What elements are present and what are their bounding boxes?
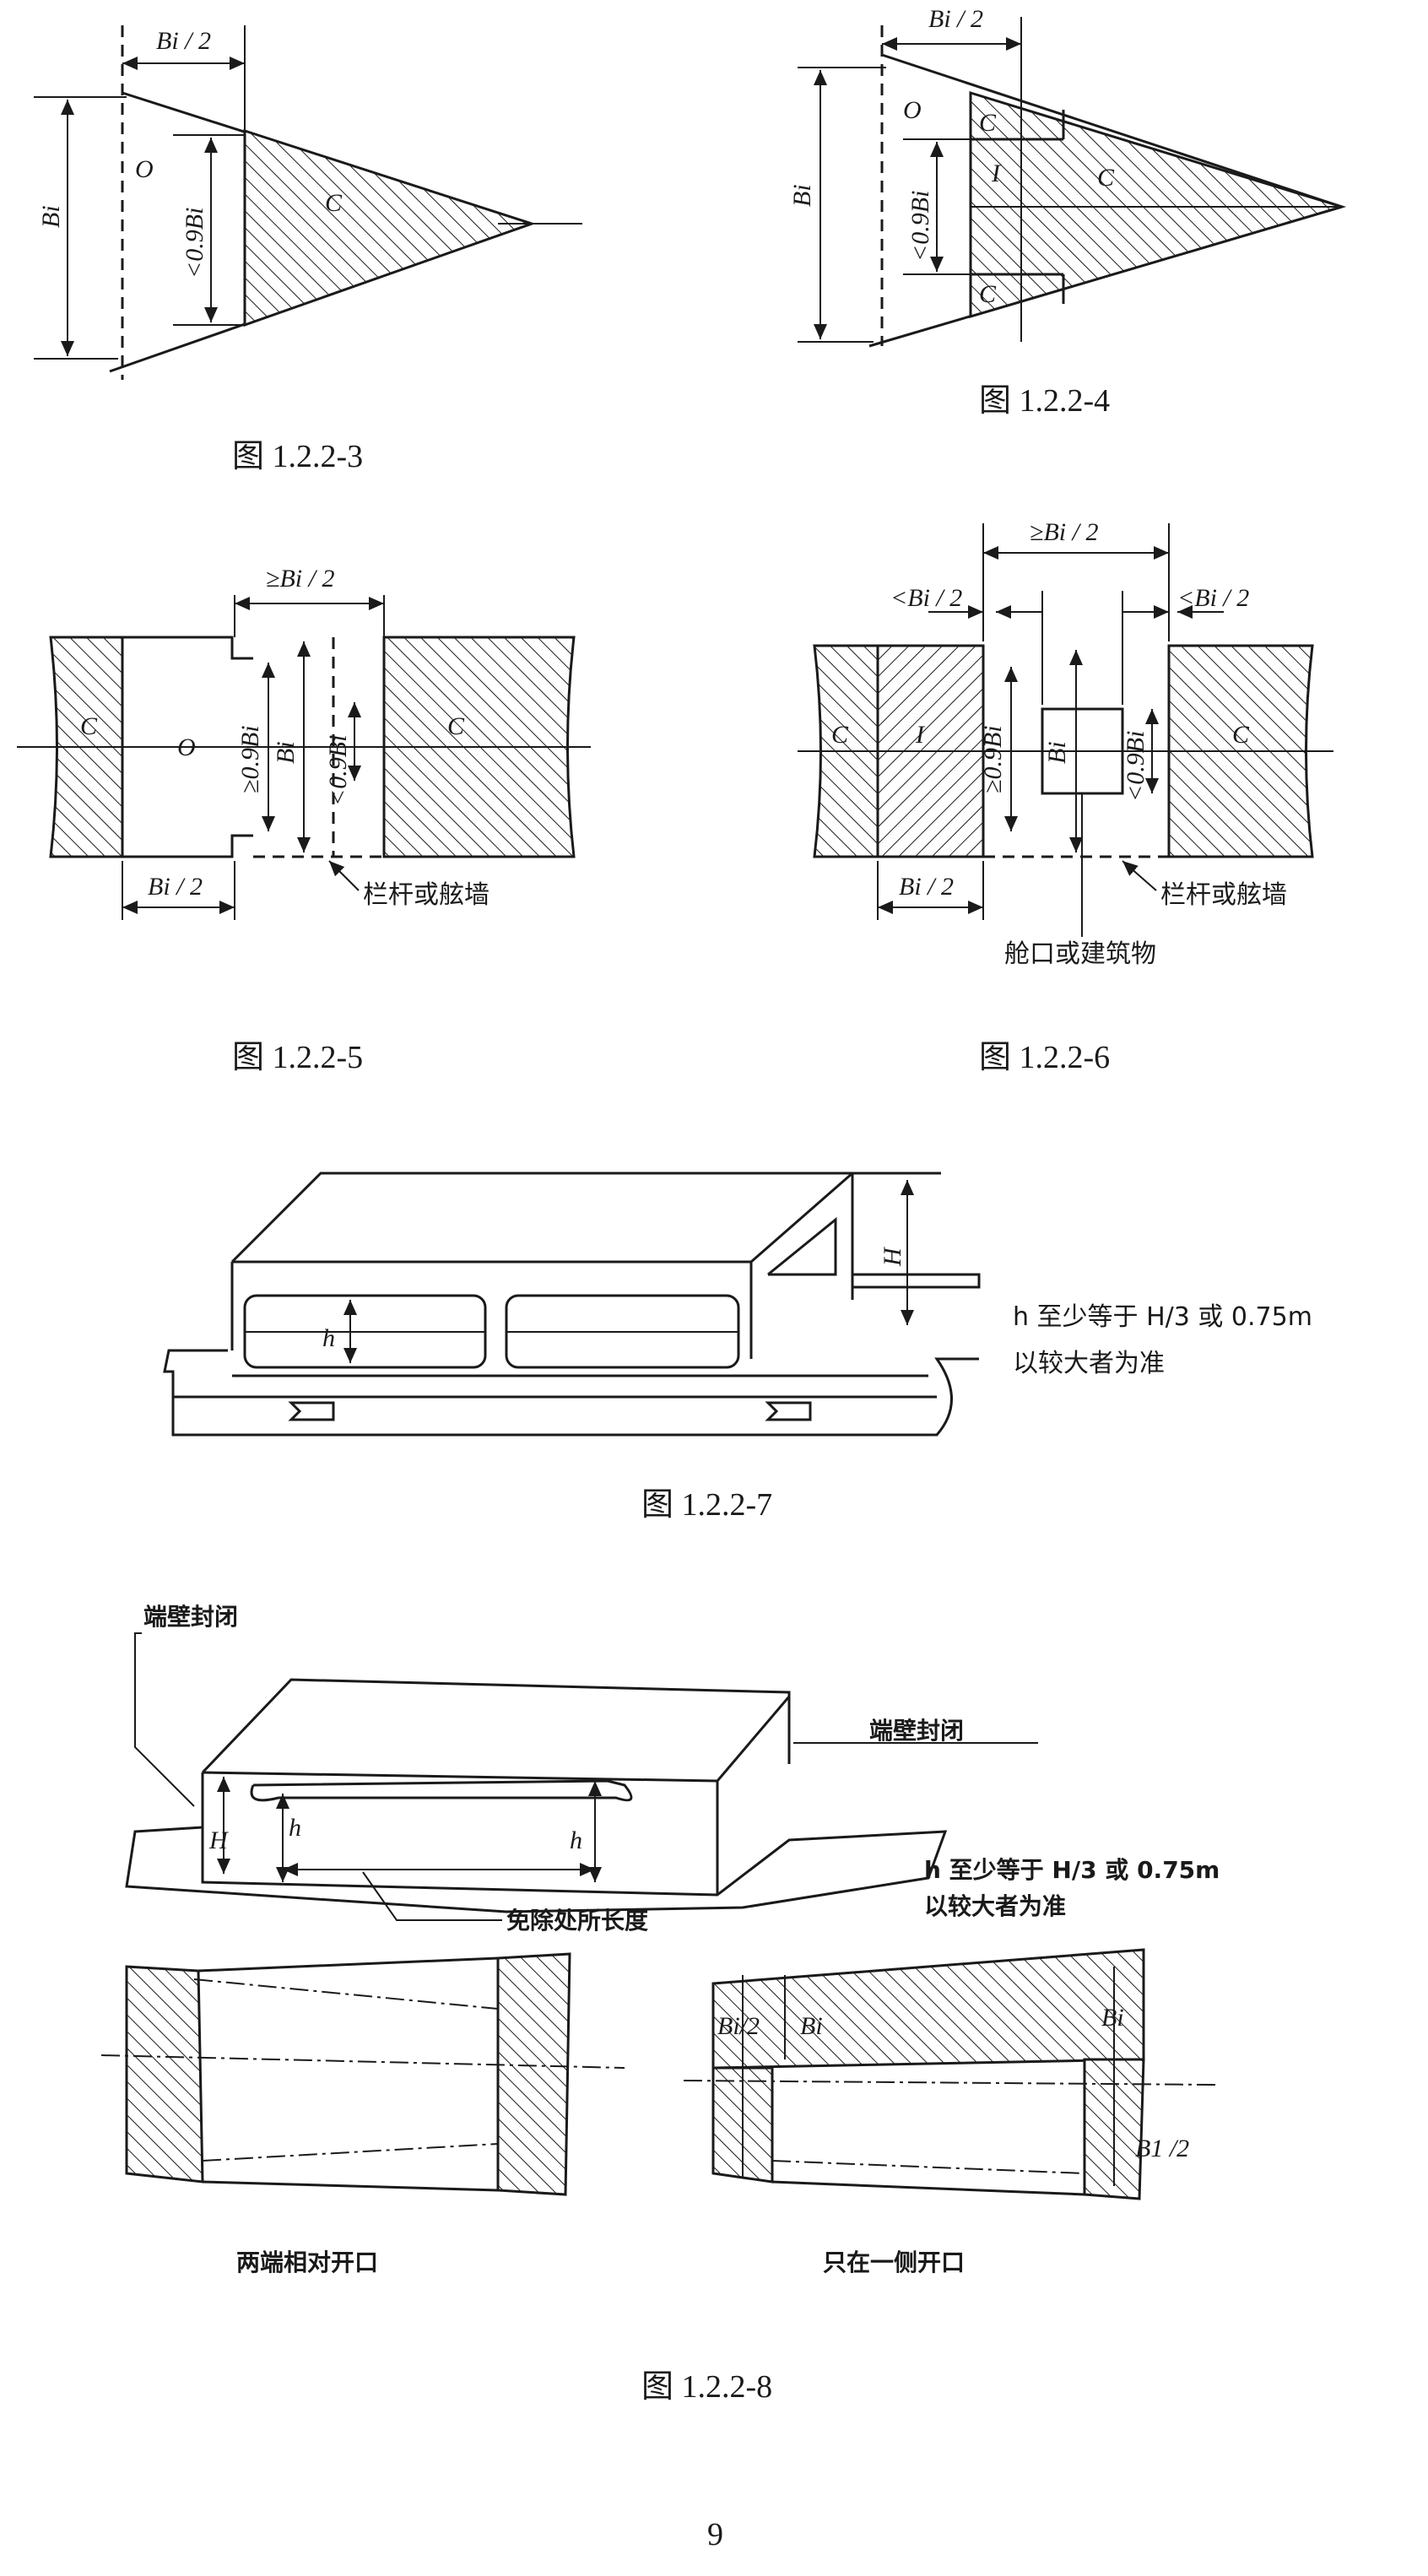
fig6-dim-right: <Bi / 2: [1177, 584, 1249, 612]
fig5-dim-top: ≥Bi / 2: [266, 565, 334, 593]
fig8-lbl-b1: Bi: [1101, 2004, 1124, 2032]
fig6-dim-bottom: Bi / 2: [899, 873, 954, 901]
fig6-note: 栏杆或舷墙: [1160, 880, 1287, 910]
fig6-dim-top: ≥Bi / 2: [1030, 518, 1098, 546]
fig5-dim-ge09: ≥0.9Bi: [236, 725, 264, 793]
fig6-label-c-right: C: [1232, 721, 1250, 749]
figure-1-2-2-5: ≥Bi / 2 Bi / 2 ≥0.9Bi Bi <0.9Bi C O C 栏杆…: [17, 565, 591, 1075]
fig5-caption: 图 1.2.2-5: [232, 1040, 363, 1075]
fig3-dim-top: Bi / 2: [156, 27, 211, 55]
fig7-note-line1: h 至少等于 H/3 或 0.75m: [1013, 1302, 1312, 1332]
fig8-end-closed-1: 端壁封闭: [143, 1603, 238, 1631]
fig8-sub-right: 只在一侧开口: [823, 2249, 965, 2276]
fig5-dim-bi: Bi: [272, 741, 300, 764]
fig4-dim-top: Bi / 2: [928, 5, 983, 33]
fig5-label-c-left: C: [80, 712, 98, 740]
figure-1-2-2-8-left: 两端相对开口: [100, 1952, 625, 2276]
fig6-label-i: I: [915, 721, 926, 749]
fig6-caption: 图 1.2.2-6: [979, 1040, 1110, 1075]
fig5-dim-bottom: Bi / 2: [148, 873, 203, 901]
fig8-exempt: 免除处所长度: [506, 1907, 648, 1935]
fig3-dim-bi: Bi: [37, 205, 65, 228]
fig6-dim-ge09: ≥0.9Bi: [979, 725, 1007, 793]
fig5-label-c-right: C: [447, 712, 465, 740]
fig8-label-H: H: [208, 1826, 230, 1854]
fig8-end-closed-2: 端壁封闭: [869, 1717, 964, 1745]
fig8-lbl-bi: Bi: [800, 2012, 823, 2040]
page-number: 9: [707, 2517, 723, 2552]
fig8-note-line2: 以较大者为准: [924, 1892, 1066, 1920]
fig8-label-h-right: h: [570, 1826, 582, 1854]
fig6-dim-lt09: <0.9Bi: [1122, 731, 1149, 802]
fig4-label-c: C: [1097, 164, 1115, 192]
fig7-label-h-upper: H: [879, 1246, 906, 1267]
fig6-note2: 舱口或建筑物: [1004, 939, 1156, 969]
fig6-label-c-left: C: [831, 721, 849, 749]
fig8-note-line1: h 至少等于 H/3 或 0.75m: [924, 1856, 1220, 1884]
fig4-label-c-top: C: [979, 109, 997, 137]
fig7-caption: 图 1.2.2-7: [641, 1487, 772, 1523]
fig8-lbl-b12: Bi/2: [717, 2012, 760, 2040]
fig5-dim-lt09: <0.9Bi: [324, 735, 352, 806]
figure-1-2-2-4: Bi / 2 Bi <0.9Bi O C I C C 图 1.2.2-4: [788, 5, 1347, 419]
fig7-note-line2: 以较大者为准: [1013, 1349, 1165, 1378]
fig8-label-h-left: h: [289, 1814, 301, 1842]
fig3-label-o: O: [135, 155, 154, 183]
fig4-dim-bi: Bi: [788, 184, 816, 207]
figure-1-2-2-7: H h h 至少等于 H/3 或 0.75m 以较大者为准 图 1.2.2-7: [163, 1172, 1312, 1523]
fig4-dim-09: <0.9Bi: [906, 191, 934, 262]
fig8-lbl-b1-2: B1 /2: [1135, 2135, 1189, 2162]
figure-1-2-2-6: ≥Bi / 2 <Bi / 2 <Bi / 2 Bi / 2 ≥0.9Bi Bi…: [798, 518, 1333, 1075]
fig8-sub-left: 两端相对开口: [236, 2249, 378, 2276]
fig5-note: 栏杆或舷墙: [363, 880, 490, 910]
figure-1-2-2-3: Bi / 2 Bi <0.9Bi O C 图 1.2.2-3: [34, 25, 582, 474]
fig7-label-h: h: [322, 1324, 335, 1352]
fig8-caption: 图 1.2.2-8: [641, 2369, 772, 2405]
fig5-label-o: O: [177, 733, 196, 761]
fig3-dim-09: <0.9Bi: [181, 208, 208, 279]
fig3-label-c: C: [325, 189, 343, 217]
fig6-dim-left: <Bi / 2: [890, 584, 962, 612]
fig4-label-c-bot: C: [979, 280, 997, 308]
figure-1-2-2-8-right: Bi/2 Bi Bi B1 /2 只在一侧开口: [683, 1948, 1216, 2276]
fig4-label-o: O: [903, 96, 922, 124]
fig4-label-i: I: [991, 160, 1002, 187]
figure-1-2-2-8-top: H h h 免除处所长度 端壁封闭 端壁封闭 h 至少等于 H/3 或 0.75…: [125, 1603, 1220, 1935]
fig6-dim-bi: Bi: [1043, 741, 1071, 764]
fig4-caption: 图 1.2.2-4: [979, 383, 1110, 419]
fig3-caption: 图 1.2.2-3: [232, 439, 363, 474]
